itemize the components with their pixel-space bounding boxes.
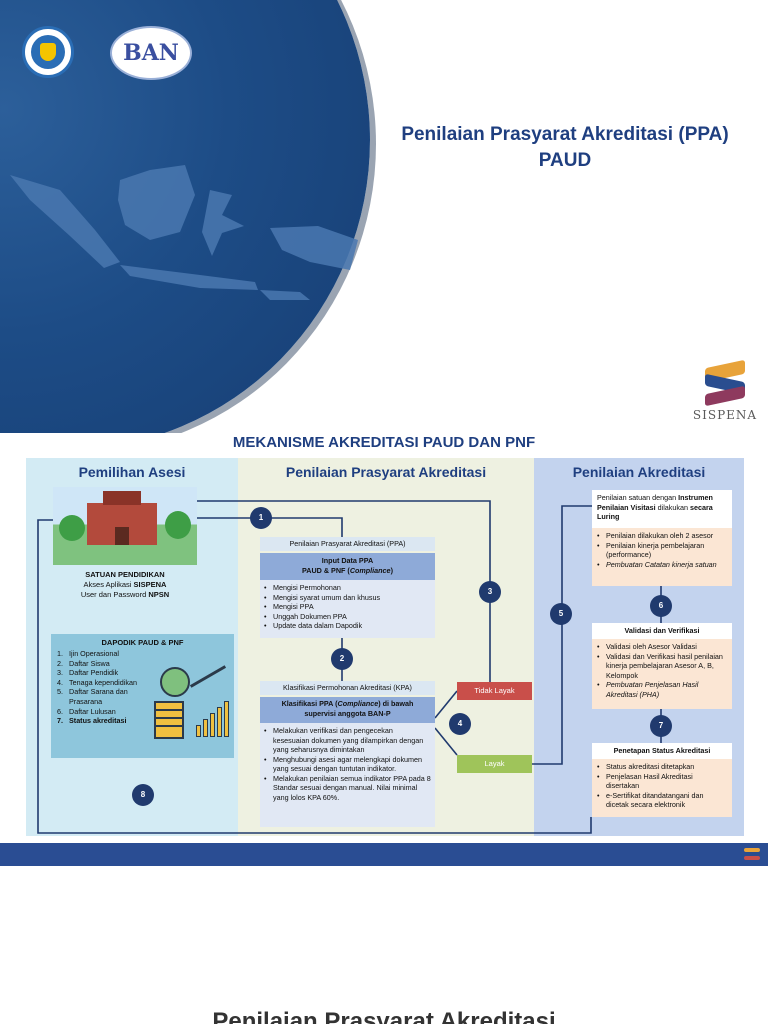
ban-logo: BAN (110, 26, 192, 80)
column-title: Penilaian Akreditasi (572, 464, 706, 480)
tidak-layak-badge: Tidak Layak (457, 682, 532, 700)
visitasi-header: Penilaian satuan dengan Instrumen Penila… (592, 490, 732, 528)
slide-cover: BAN Penilaian Prasyarat Akreditasi (PPA)… (0, 0, 768, 433)
list-item: Update data dalam Dapodik (264, 621, 431, 631)
list-item: 5.Daftar Sarana dan (57, 687, 128, 697)
flow-connectors (37, 500, 662, 834)
dapodik-title: DAPODIK PAUD & PNF (101, 638, 184, 647)
step-2-marker: 2 (331, 648, 353, 670)
step-5-marker: 5 (550, 603, 572, 625)
list-item: 3.Daftar Pendidik (57, 668, 119, 678)
mechanism-title: MEKANISME AKREDITASI PAUD DAN PNF (232, 434, 536, 451)
column-title: Pemilihan Asesi (78, 464, 186, 480)
satuan-line1: SATUAN PENDIDIKAN (85, 570, 165, 579)
dapodik-list: 1.Ijin Operasional 2.Daftar Siswa 3.Daft… (57, 649, 137, 726)
list-item: Status akreditasi ditetapkan (597, 762, 727, 772)
list-item: Mengisi PPA (264, 602, 431, 612)
footer-logo (742, 847, 762, 861)
list-item: Validasi dan Verifikasi hasil penilaian … (597, 652, 727, 681)
next-slide-title: Penilaian Prasyarat Akreditasi (212, 1010, 556, 1024)
list-item: Prasarana (69, 696, 103, 706)
list-item: 7.Status akreditasi (57, 716, 127, 726)
list-item: Melakukan verifikasi dan pengecekan kese… (264, 726, 431, 755)
visitasi-list-box: Penilaian dilakukan oleh 2 asesor Penila… (592, 528, 732, 586)
ppa-input-line1: Input Data PPA (321, 556, 374, 565)
kpa-sub-line1: Klasifikasi PPA (Compliance) di bawah (281, 699, 414, 708)
kemdikbud-logo (22, 26, 74, 78)
layak-badge: Layak (457, 755, 532, 773)
list-item: Melakukan penilaian semua indikator PPA … (264, 774, 431, 803)
list-item: Validasi oleh Asesor Validasi (597, 642, 727, 652)
list-item: Penjelasan Hasil Akreditasi disertakan (597, 772, 727, 791)
ppa-input-box: Input Data PPA PAUD & PNF (Compliance) (260, 553, 435, 580)
step-8-marker: 8 (132, 784, 154, 806)
validasi-header: Validasi dan Verifikasi (592, 623, 732, 639)
list-item: Penilaian dilakukan oleh 2 asesor (597, 531, 727, 541)
list-item: Pembuatan Catatan kinerja satuan (597, 560, 727, 570)
sispena-label: SISPENA (692, 408, 758, 422)
satuan-line3: User dan Password NPSN (80, 590, 170, 599)
slide-mechanism: MEKANISME AKREDITASI PAUD DAN PNF Pemili… (0, 433, 768, 866)
list-item: Mengisi Permohonan (264, 583, 431, 593)
indonesia-map (10, 165, 358, 300)
ppa-input-line2: PAUD & PNF (Compliance) (302, 565, 393, 575)
cover-title-line1: Penilaian Prasyarat Akreditasi (PPA) (401, 124, 729, 145)
validasi-list-box: Validasi oleh Asesor Validasi Validasi d… (592, 639, 732, 709)
cover-title: Penilaian Prasyarat Akreditasi (PPA) PAU… (380, 122, 750, 174)
column-title: Penilaian Prasyarat Akreditasi (285, 464, 487, 480)
kpa-list-box: Melakukan verifikasi dan pengecekan kese… (260, 723, 435, 827)
ppa-header: Penilaian Prasyarat Akreditasi (PPA) (260, 537, 435, 551)
step-3-marker: 3 (479, 581, 501, 603)
dapodik-box: DAPODIK PAUD & PNF 1.Ijin Operasional 2.… (51, 634, 234, 758)
satuan-pendidikan-label: SATUAN PENDIDIKAN Akses Aplikasi SISPENA… (40, 570, 210, 600)
satuan-line2: Akses Aplikasi SISPENA (83, 580, 167, 589)
step-6-marker: 6 (650, 595, 672, 617)
list-item: 1.Ijin Operasional (57, 649, 119, 658)
step-1-marker: 1 (250, 507, 272, 529)
kpa-sub-box: Klasifikasi PPA (Compliance) di bawah su… (260, 697, 435, 723)
list-item: Unggah Dokumen PPA (264, 612, 431, 622)
cover-title-line2: PAUD (538, 150, 592, 171)
step-7-marker: 7 (650, 715, 672, 737)
kpa-sub-line2: supervisi anggota BAN-P (304, 708, 391, 718)
penetapan-list-box: Status akreditasi ditetapkan Penjelasan … (592, 759, 732, 817)
list-item: 6.Daftar Lulusan (57, 706, 116, 716)
list-item: Pembuatan Penjelasan Hasil Akreditasi (P… (597, 680, 727, 699)
list-item: Menghubungi asesi agar melengkapi dokume… (264, 755, 431, 774)
list-item: e-Sertifikat ditandatangani dan dicetak … (597, 791, 727, 810)
list-item: Penilaian kinerja pembelajaran (performa… (597, 541, 727, 560)
school-illustration (53, 487, 197, 565)
list-item: 4.Tenaga kependidikan (57, 677, 137, 687)
list-item: 2.Daftar Siswa (57, 658, 110, 668)
penetapan-header: Penetapan Status Akreditasi (592, 743, 732, 759)
sispena-logo: SISPENA (690, 359, 760, 422)
list-item: Mengisi syarat umum dan khusus (264, 593, 431, 603)
ppa-list-box: Mengisi Permohonan Mengisi syarat umum d… (260, 580, 435, 638)
kpa-header: Klasifikasi Permohonan Akreditasi (KPA) (260, 681, 435, 695)
step-4-marker: 4 (449, 713, 471, 735)
footer-bar (0, 843, 768, 866)
data-growth-icon (152, 665, 232, 745)
